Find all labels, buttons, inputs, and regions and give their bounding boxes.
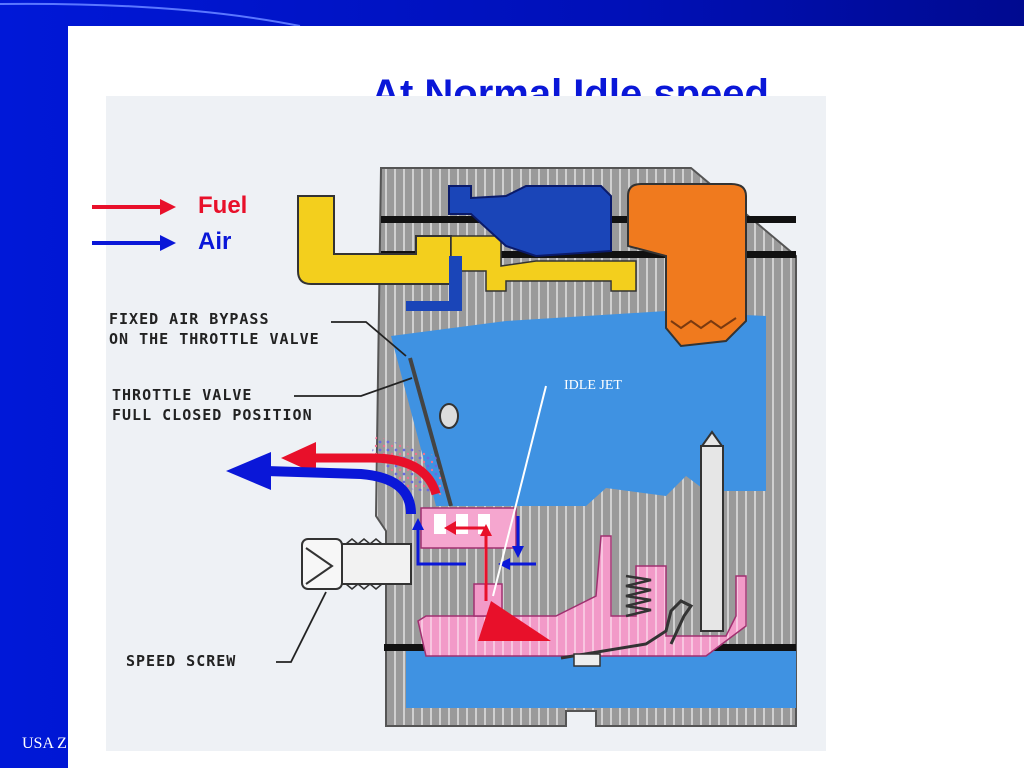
float-needle xyxy=(406,256,462,311)
idle-jet-label: IDLE JET xyxy=(564,378,622,393)
fuel-flow-arrow-main xyxy=(306,453,441,496)
metering-lever xyxy=(560,599,694,660)
fuel-triangle xyxy=(478,601,551,641)
legend-air-label: Air xyxy=(198,228,232,255)
metering-spring xyxy=(625,574,652,618)
legend-air: Air xyxy=(92,228,292,258)
fuel-filter xyxy=(627,183,747,348)
fuel-chamber-yellow xyxy=(450,235,637,292)
idle-jet-pointer xyxy=(492,385,547,597)
air-flow-arrow-main xyxy=(265,466,416,515)
bypass-leader xyxy=(331,321,407,357)
fuel-arrow-icon xyxy=(92,199,176,215)
header-swoosh xyxy=(0,2,301,27)
venturi-chamber xyxy=(391,311,766,506)
gasket-middle xyxy=(381,251,796,258)
footer-text: USA Z xyxy=(22,735,67,752)
float-lever xyxy=(448,185,612,258)
legend-fuel-label: Fuel xyxy=(198,192,248,219)
idle-port-slot-1 xyxy=(434,514,446,534)
speed-screw xyxy=(301,538,412,590)
bypass-callout-line1: FIXED AIR BYPASS xyxy=(109,310,270,328)
air-flow-arrow-left xyxy=(416,526,466,566)
throttle-callout-line2: FULL CLOSED POSITION xyxy=(112,406,313,424)
legend-fuel: Fuel xyxy=(92,192,292,222)
lower-chamber xyxy=(406,651,796,708)
speed-screw-callout: SPEED SCREW xyxy=(126,652,236,670)
throttle-shaft xyxy=(439,403,459,429)
fuel-inlet-tube xyxy=(297,195,452,285)
throttle-leader xyxy=(294,377,413,397)
adjust-needle xyxy=(700,445,724,632)
throttle-valve-plate xyxy=(408,357,453,507)
diaphragm-button xyxy=(573,653,601,667)
throttle-callout-line1: THROTTLE VALVE xyxy=(112,386,252,404)
idle-port-slot-2 xyxy=(456,514,468,534)
speed-screw-leader xyxy=(276,591,327,663)
air-arrow-icon xyxy=(92,235,176,251)
carburetor-diagram: IDLE JET FIXED AIR BYPASS ON THE THROTTL… xyxy=(106,96,826,751)
bypass-callout-line2: ON THE THROTTLE VALVE xyxy=(109,330,320,348)
